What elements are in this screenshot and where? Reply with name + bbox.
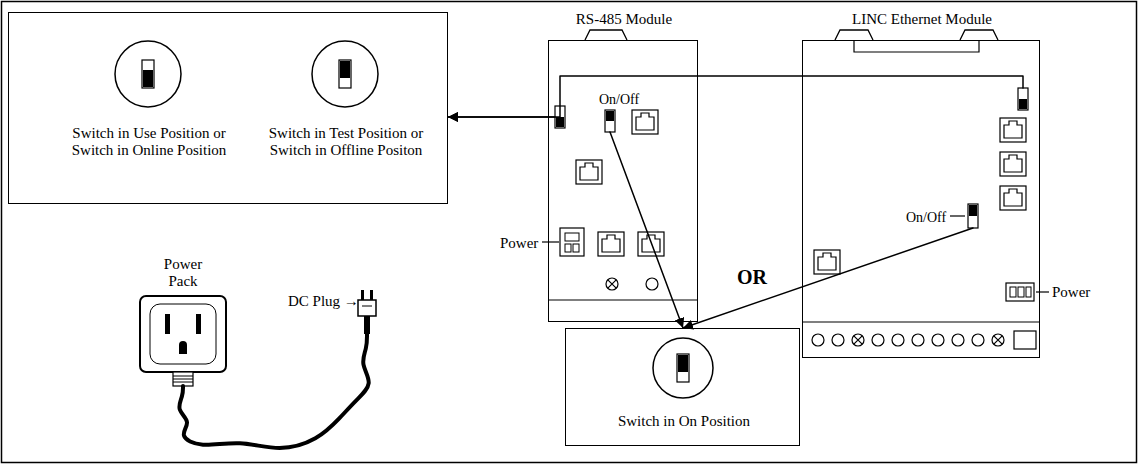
screw-symbol [646,278,658,290]
power-pin [565,244,571,252]
module-connector-tab [960,30,998,40]
rj-port [1000,186,1026,210]
plug-detail [362,306,372,307]
switch-icon [677,354,689,382]
plug-pin [361,290,364,300]
switch-lever [969,205,977,216]
switch-icon-circle [312,41,378,107]
outlet-ground [179,341,187,354]
power-pin [1010,287,1016,297]
outlet-body [140,296,226,372]
outlet-face [150,304,216,364]
plug-pin [370,290,373,300]
power-switch [968,204,978,228]
switch-icon-circle [115,41,181,107]
screw-symbol [872,334,884,346]
screw-cross-symbol [992,334,1004,346]
module-divider [802,321,1040,322]
linc-module: LINC Ethernet ModuleOn/Off [802,40,1040,358]
or-label: OR [735,266,769,289]
rj-port [1000,118,1026,142]
power-cord [179,334,368,448]
power-pin [573,244,579,252]
screw-symbol [972,334,984,346]
switch-lever [1019,99,1027,109]
module-divider [548,299,698,300]
leader-line [542,241,559,242]
module-connector-tab [585,30,627,40]
strain-relief-ridges [173,376,193,382]
arrow-connector [683,228,973,328]
rj-port [1000,152,1026,176]
power-label: Power [1050,283,1092,301]
switch-icon [339,60,351,88]
switch-lever [143,70,153,87]
switch-lever [556,117,564,127]
outlet-prong [196,314,201,334]
screw-cross-symbol [852,334,864,346]
arrow-connector [448,76,1023,117]
screw-symbol [932,334,944,346]
switch-icon-circle [653,338,713,398]
connector-group [179,76,1023,448]
leader-line [950,215,965,216]
screw-symbol [952,334,964,346]
plug-neck [364,316,370,334]
module-title: LINC Ethernet Module [852,11,992,28]
module-connector-tab [835,30,873,40]
switch-caption: Switch in Use Position or Switch in Onli… [56,125,242,159]
power-pin [565,233,579,241]
power-pack: Power Pack [138,256,228,386]
rj-port [632,110,658,134]
switch-caption: Switch in Test Position or Switch in Off… [253,125,439,159]
part-label: DC Plug → [288,293,359,310]
rj-port [814,250,840,274]
on-callout: Switch in On Position [565,328,800,446]
rj-port [576,160,602,184]
power-connector [1006,283,1034,301]
switch-caption: Switch in On Position [618,413,750,430]
power-pin [1018,287,1024,297]
switch-icon [142,60,154,88]
plug-body [358,300,376,316]
screw-symbol [832,334,844,346]
power-switch [605,110,615,132]
outlet-prong [165,314,170,334]
part-label: Power Pack [158,256,208,290]
screw-cross-symbol [606,278,618,290]
switch-lever [340,61,350,78]
arrow-connector [610,132,683,328]
switch-lever [678,355,688,372]
rs485-module: RS-485 ModuleOn/Off [548,40,698,322]
switch-callout: Switch in Use Position or Switch in Onli… [8,12,448,204]
rj-port [598,232,624,256]
switch-lever [606,111,614,121]
cord-strain-relief [173,372,193,386]
connector-bracket [854,40,979,52]
power-pin [1026,287,1031,297]
switch-label: On/Off [906,209,946,226]
screw-symbol [892,334,904,346]
power-label: Power [498,234,540,252]
module-title: RS-485 Module [576,11,672,28]
dc-plug: DC Plug → [286,288,380,334]
switch-label: On/Off [599,91,639,108]
mode-switch [1018,88,1028,110]
screw-symbol [812,334,824,346]
terminal-block [1014,331,1036,349]
screw-symbol [912,334,924,346]
power-connector [560,228,584,256]
leader-line [1036,291,1049,292]
